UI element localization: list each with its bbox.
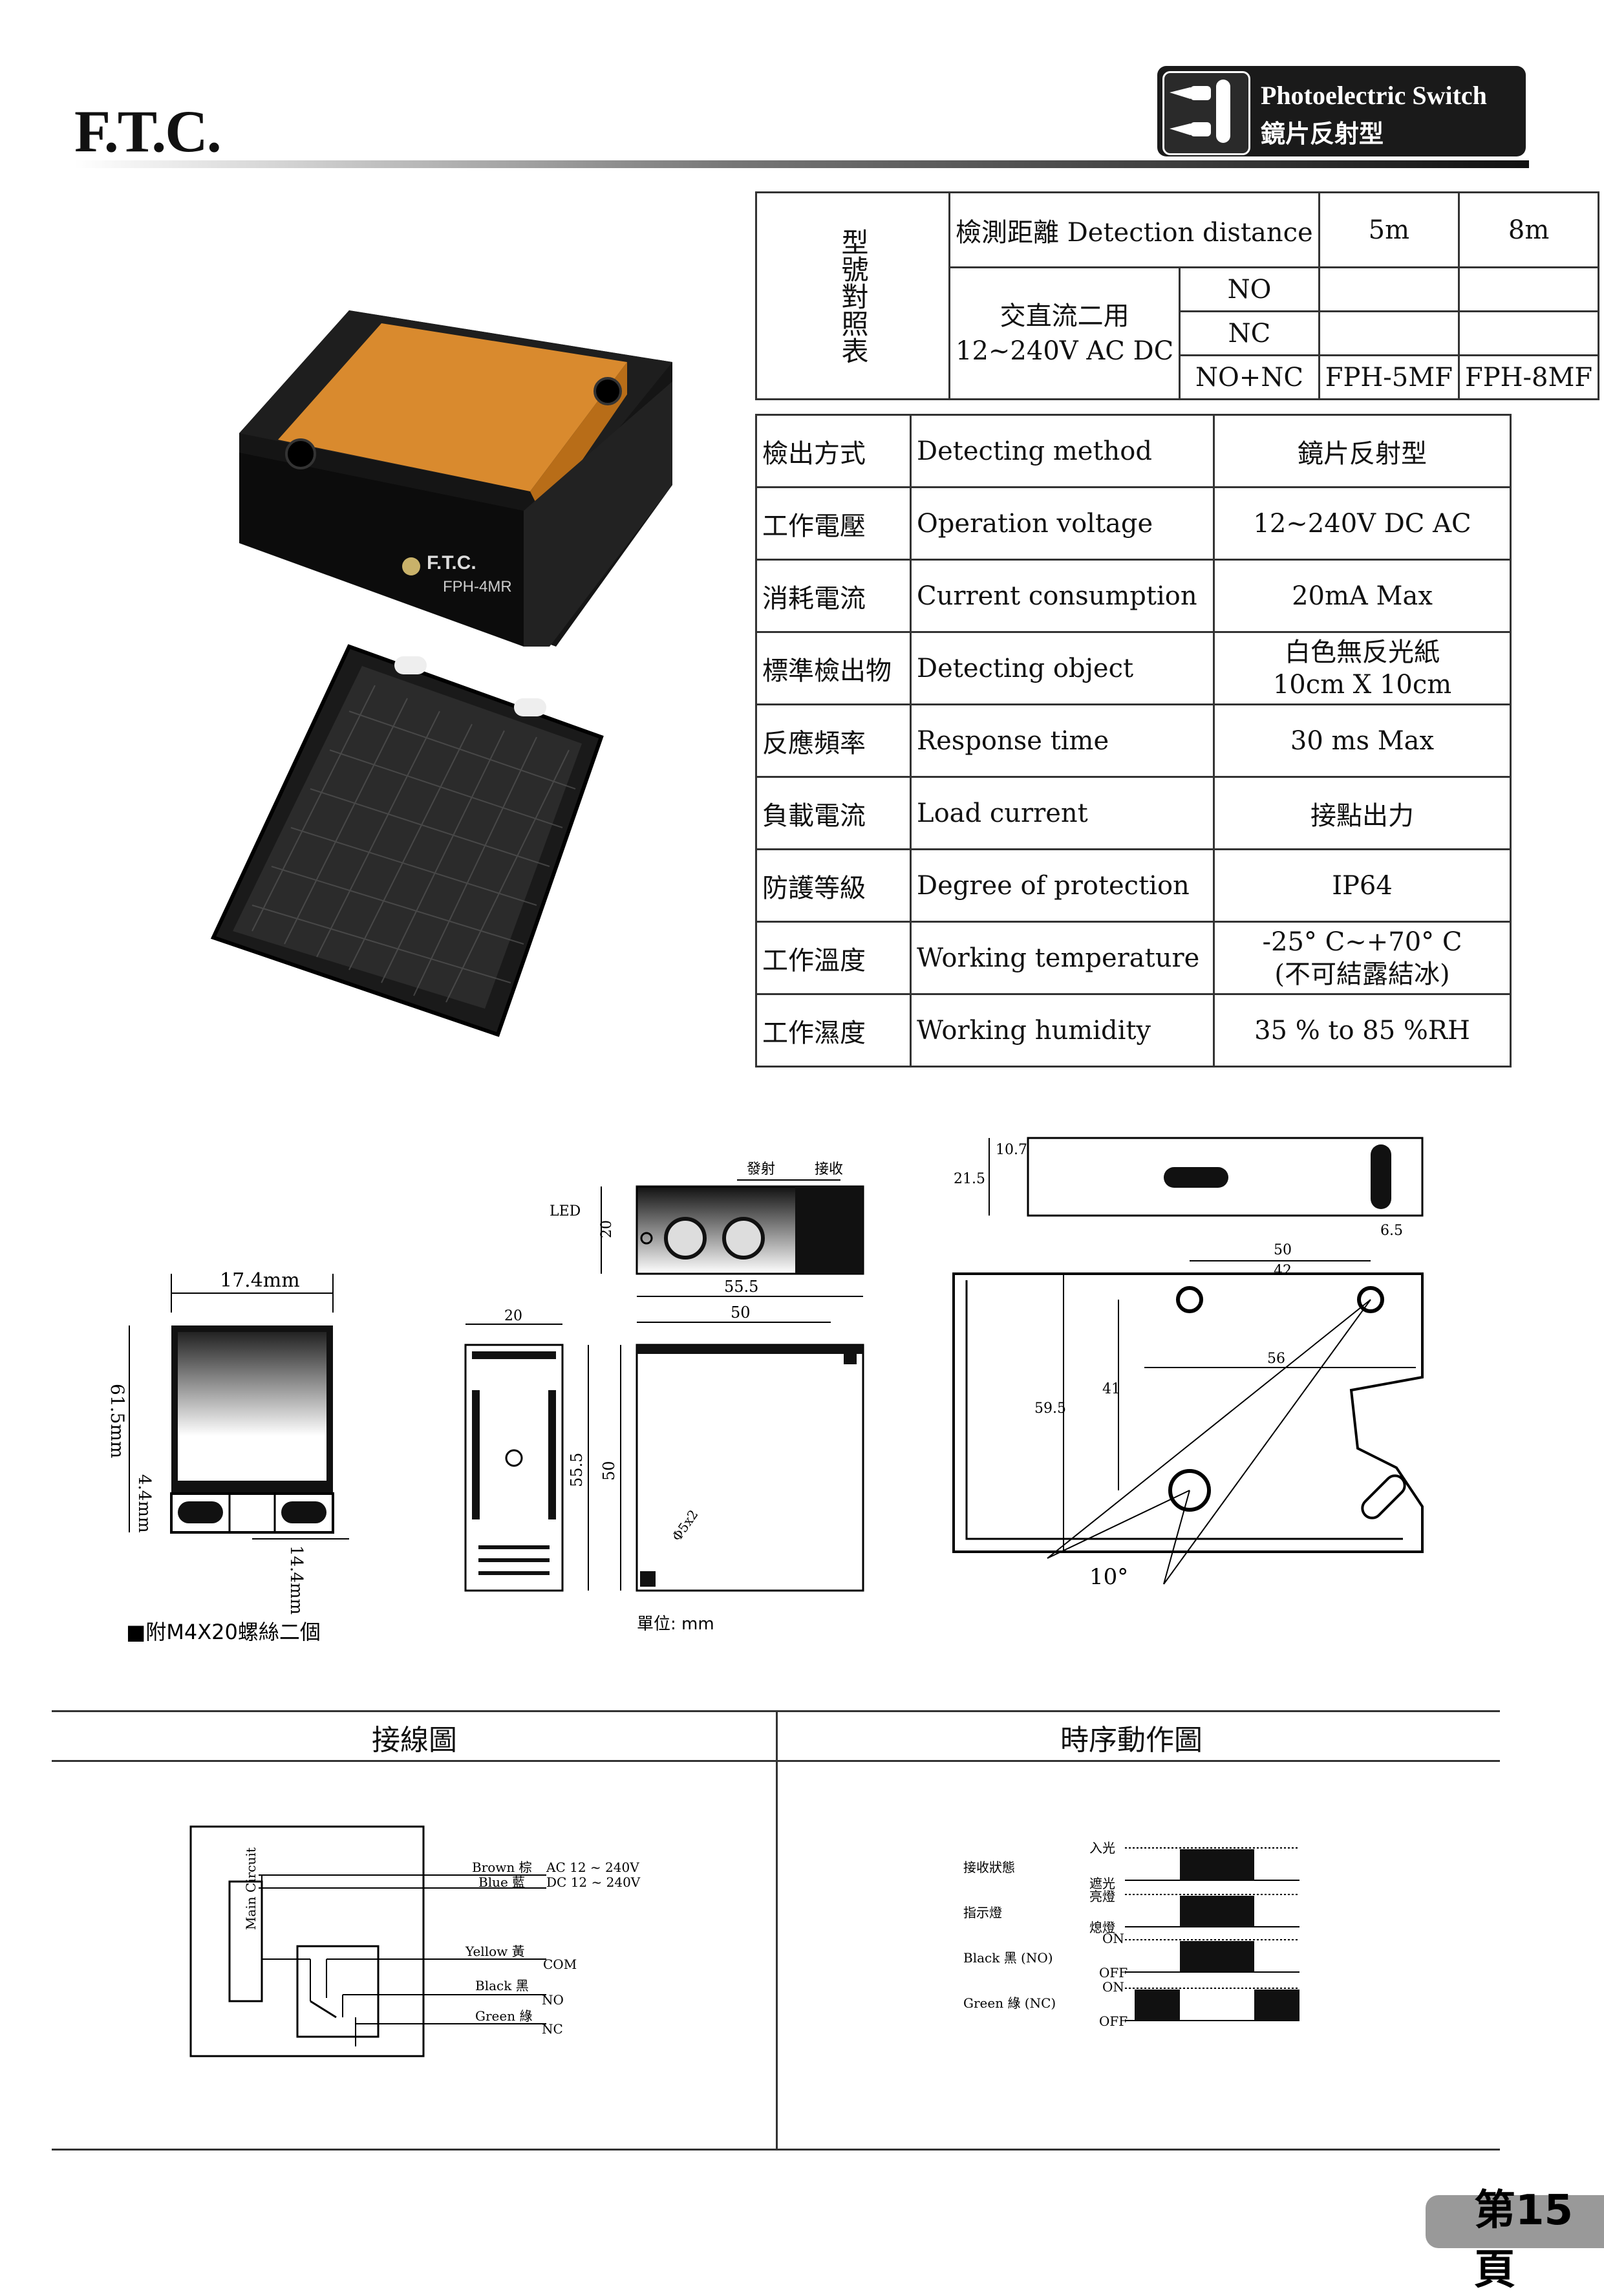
- timing-indicator: 指示燈: [963, 1905, 1002, 1920]
- wire-nc: NC: [542, 2021, 563, 2037]
- dim-595: 59.5: [1034, 1400, 1066, 1417]
- wire-yellow: Yellow 黃: [465, 1944, 525, 1959]
- photo-brand: F.T.C.: [427, 552, 476, 574]
- model-table: 型號對照表 檢測距離 Detection distance 5m 8m 交直流二…: [755, 191, 1600, 400]
- screw-note: ■附M4X20螺絲二個: [126, 1620, 321, 1644]
- dim-555b: 55.5: [568, 1453, 586, 1487]
- dim-20a: 20: [599, 1220, 615, 1238]
- timing-green-nc: Green 綠 (NC): [963, 1995, 1056, 2011]
- main-circuit-label: Main Circuit: [243, 1847, 259, 1930]
- timing-off-2: OFF: [1099, 2013, 1128, 2029]
- output-nc: NC: [1179, 310, 1320, 356]
- timing-diagram: 接收狀態 指示燈 Black 黑 (NO) Green 綠 (NC) 入光 遮光…: [963, 1840, 1299, 2029]
- timing-recv-state: 接收狀態: [963, 1860, 1015, 1875]
- dim-65: 6.5: [1380, 1223, 1403, 1239]
- page-number: 第15頁: [1474, 2187, 1574, 2294]
- sensor-icon: [1162, 71, 1250, 155]
- output-no: NO: [1179, 266, 1320, 312]
- dim-angle: 10°: [1089, 1564, 1128, 1590]
- dim-41: 41: [1102, 1381, 1120, 1397]
- wire-green: Green 綠: [475, 2008, 532, 2024]
- product-photo: F.T.C. FPH-4MR: [210, 310, 672, 1037]
- bracket-dimension-drawing: 10.7 21.5 50 42 6.5 56 41 59.5 10°: [952, 1137, 1424, 1590]
- dim-107: 10.7: [996, 1142, 1027, 1158]
- page-number-tab: 第15頁: [1426, 2187, 1604, 2294]
- photo-model: FPH-4MR: [443, 578, 512, 595]
- product-badge: Photoelectric Switch 鏡片反射型: [1157, 66, 1526, 156]
- timing-lamp-off: 熄燈: [1089, 1920, 1115, 1935]
- badge-subtitle: 鏡片反射型: [1261, 120, 1384, 148]
- output-nonc: NO+NC: [1179, 354, 1320, 400]
- wire-ac: AC 12 ~ 240V: [546, 1860, 639, 1875]
- distance-8m: 8m: [1457, 191, 1600, 268]
- dim-height: 61.5mm: [107, 1384, 128, 1458]
- front-dimension-drawing: 17.4mm 61.5mm 4.4mm 14.4mm ■附M4X20螺絲二個: [107, 1269, 349, 1644]
- timing-lamp-on: 亮燈: [1089, 1889, 1115, 1904]
- power-label: 交直流二用: [1000, 301, 1129, 331]
- section-divider: [776, 1710, 778, 2150]
- timing-light-block: 遮光: [1089, 1876, 1115, 1891]
- brand-logo: F.T.C.: [74, 98, 222, 164]
- model-side-label: 型號對照表: [755, 191, 950, 400]
- timing-off-1: OFF: [1099, 1965, 1128, 1980]
- model-8m: FPH-8MF: [1457, 354, 1600, 400]
- dim-56: 56: [1267, 1351, 1285, 1367]
- dim-width: 17.4mm: [220, 1269, 300, 1292]
- dim-215: 21.5: [954, 1171, 985, 1187]
- side-dimension-drawing: 發射 接收 LED 20 55.5 50 20 55.5 50 Φ5x2 單位:…: [464, 1161, 864, 1634]
- timing-on-2: ON: [1102, 1979, 1124, 1995]
- dim-slot: 4.4mm: [134, 1474, 154, 1533]
- unit-note: 單位: mm: [637, 1615, 714, 1634]
- timing-on-1: ON: [1102, 1931, 1124, 1946]
- header-rule: [74, 160, 1529, 168]
- wire-black: Black 黑: [475, 1978, 529, 1993]
- label-emit: 發射: [747, 1161, 775, 1177]
- dim-50: 50: [1274, 1242, 1292, 1258]
- dim-50b: 50: [600, 1461, 618, 1481]
- badge-title: Photoelectric Switch: [1261, 81, 1487, 110]
- timing-black-no: Black 黑 (NO): [963, 1950, 1053, 1966]
- label-led: LED: [550, 1203, 581, 1219]
- model-5m: FPH-5MF: [1318, 354, 1460, 400]
- dim-slot2: 14.4mm: [286, 1545, 306, 1615]
- wire-blue: Blue 藍: [478, 1874, 525, 1890]
- power-range: 12~240V AC DC: [956, 336, 1174, 366]
- wire-no: NO: [542, 1992, 564, 2008]
- dim-50a: 50: [731, 1304, 751, 1322]
- timing-title: 時序動作圖: [1060, 1724, 1203, 1757]
- wiring-diagram: Main Circuit Brown 棕 Blue 藍 AC 12 ~ 240V…: [189, 1825, 641, 2057]
- distance-5m: 5m: [1318, 191, 1460, 268]
- label-recv: 接收: [815, 1161, 843, 1177]
- dim-42: 42: [1274, 1263, 1292, 1279]
- detection-label: 檢測距離 Detection distance: [948, 191, 1320, 268]
- dim-20b: 20: [504, 1308, 522, 1324]
- dim-555a: 55.5: [724, 1278, 758, 1296]
- wire-brown: Brown 棕: [472, 1860, 532, 1875]
- wiring-title: 接線圖: [372, 1724, 457, 1757]
- wire-com: COM: [543, 1957, 577, 1972]
- wire-dc: DC 12 ~ 240V: [546, 1874, 641, 1890]
- timing-light-in: 入光: [1089, 1840, 1115, 1856]
